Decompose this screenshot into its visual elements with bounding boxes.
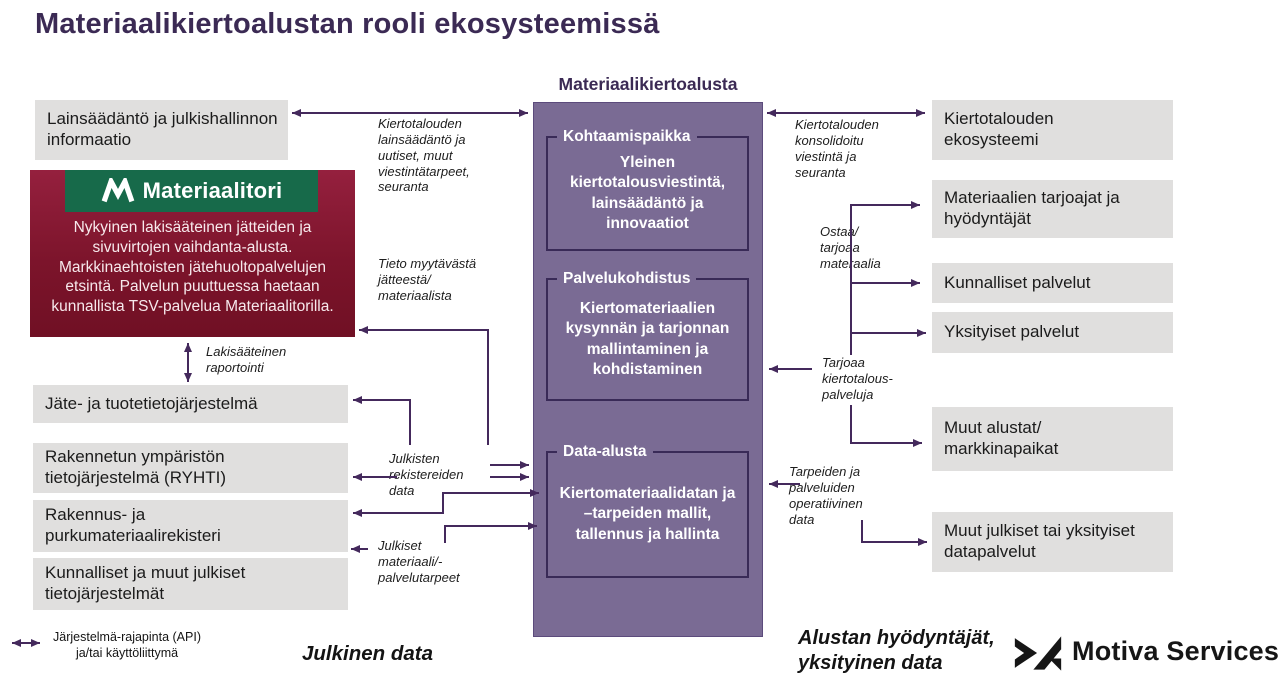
label-left-communication: Kiertotalouden lainsäädäntö ja uutiset, … (378, 116, 470, 195)
section-kohtaamispaikka-text: Yleinen kiertotalousviestintä, lainsäädä… (569, 153, 726, 232)
label-statutory-reporting: Lakisääteinen raportointi (206, 344, 287, 375)
label-operational-data: Tarpeiden ja palveluiden operatiivinen d… (789, 464, 863, 527)
section-kohtaamispaikka: Kohtaamispaikka Yleinen kiertotalousvies… (546, 128, 749, 251)
section-palvelukohdistus: Palvelukohdistus Kiertomateriaalien kysy… (546, 270, 749, 401)
api-legend-text: Järjestelmä-rajapinta (API) ja/tai käytt… (53, 630, 201, 660)
label-sales-info: Tieto myytävästä jätteestä/ materiaalist… (378, 256, 477, 303)
materiaalitori-description: Nykyinen lakisääteinen jätteiden ja sivu… (51, 219, 334, 316)
footer-public-data: Julkinen data (302, 642, 434, 665)
section-kohtaamispaikka-label: Kohtaamispaikka (557, 128, 697, 146)
section-data-alusta-text: Kiertomateriaalidatan ja –tarpeiden mall… (559, 484, 736, 543)
box-lainsaadanto-julkishallinto: Lainsäädäntö ja julkishallinnon informaa… (35, 100, 288, 160)
box-muut-datapalvelut: Muut julkiset tai yksityiset datapalvelu… (932, 512, 1173, 572)
section-data-alusta: Data-alusta Kiertomateriaalidatan ja –ta… (546, 443, 749, 578)
box-yksityiset-palvelut: Yksityiset palvelut (932, 312, 1173, 353)
box-kunnalliset-palvelut: Kunnalliset palvelut (932, 263, 1173, 303)
box-ryhti: Rakennetun ympäristön tietojärjestelmä (… (33, 443, 348, 493)
box-jate-tuotetietojarjestelma: Jäte- ja tuotetietojärjestelmä (33, 385, 348, 423)
section-data-alusta-label: Data-alusta (557, 443, 653, 461)
box-materiaalien-tarjoajat: Materiaalien tarjoajat ja hyödyntäjät (932, 180, 1173, 238)
arrow-to-muut-alustat (850, 405, 922, 447)
materiaalitori-logo-icon (101, 178, 135, 204)
section-palvelukohdistus-label: Palvelukohdistus (557, 270, 697, 288)
box-muut-alustat: Muut alustat/ markkinapaikat (932, 407, 1173, 471)
arrow-to-materiaalitori (359, 326, 489, 445)
label-buys-offers: Ostaa/ tarjoaa materaalia (820, 224, 881, 271)
box-kunnalliset-tietojarjestelmat: Kunnalliset ja muut julkiset tietojärjes… (33, 558, 348, 610)
label-right-communication: Kiertotalouden konsolidoitu viestintä ja… (795, 117, 879, 180)
motiva-logo-text: Motiva Services (1072, 636, 1280, 666)
footer-private-data: Alustan hyödyntäjät, yksityinen data (798, 627, 995, 674)
label-offers-services: Tarjoaa kiertotalous- palveluja (822, 355, 893, 402)
motiva-logo-icon (1013, 633, 1063, 678)
box-rakennus-purkurekisteri: Rakennus- ja purkumateriaalirekisteri (33, 500, 348, 552)
materiaalitori-box: Materiaalitori Nykyinen lakisääteinen jä… (30, 170, 355, 337)
materiaalitori-logo-text: Materiaalitori (142, 178, 283, 203)
page-title: Materiaalikiertoalustan rooli ekosysteem… (35, 8, 660, 40)
materiaalitori-logo-bar: Materiaalitori (65, 170, 318, 212)
label-public-registers: Julkisten rekistereiden data (389, 451, 464, 498)
platform-column: Kohtaamispaikka Yleinen kiertotalousvies… (533, 102, 763, 637)
box-kiertotalouden-ekosysteemi: Kiertotalouden ekosysteemi (932, 100, 1173, 160)
platform-header: Materiaalikiertoalusta (558, 74, 738, 94)
section-palvelukohdistus-text: Kiertomateriaalien kysynnän ja tarjonnan… (565, 299, 730, 378)
label-public-needs: Julkiset materiaali/- palvelutarpeet (378, 538, 460, 585)
arrow-to-jate-jarjestelma (353, 396, 411, 445)
